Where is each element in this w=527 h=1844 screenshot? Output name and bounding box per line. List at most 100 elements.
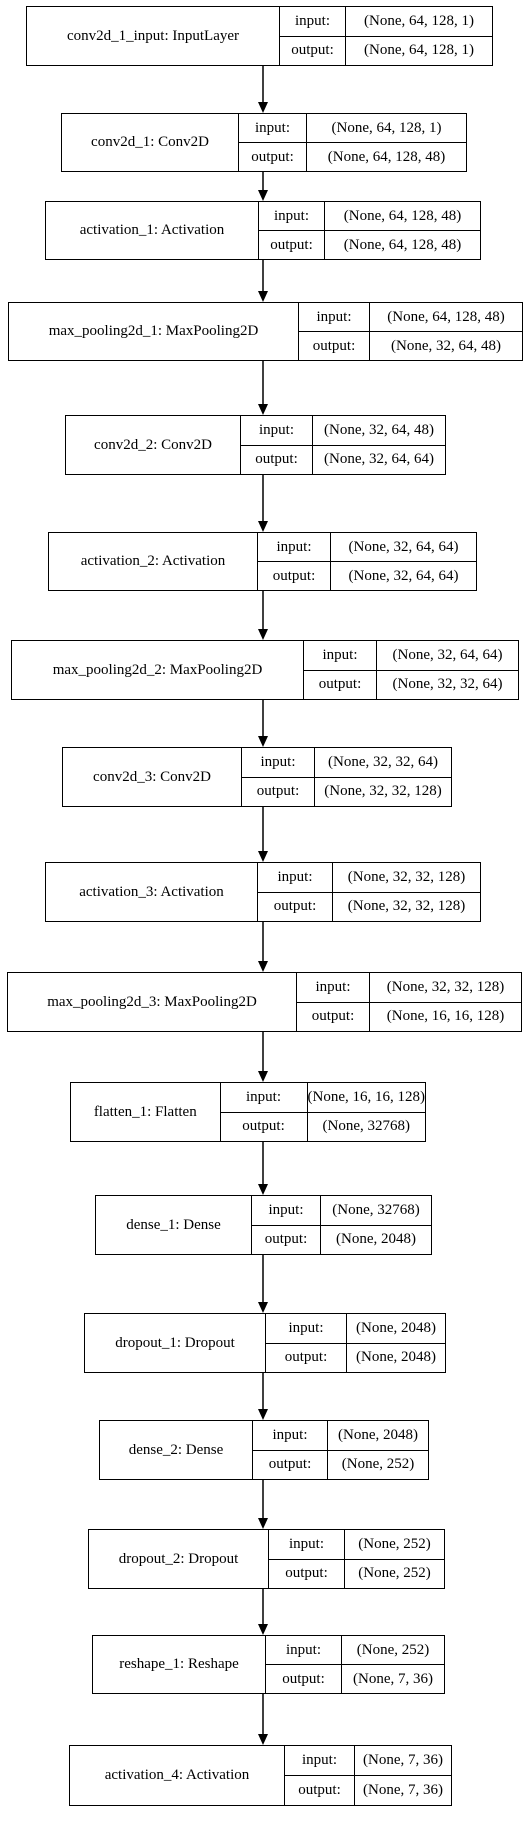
layer-output-row: output:(None, 7, 36)	[285, 1775, 451, 1805]
layer-name: reshape_1: Reshape	[93, 1636, 266, 1693]
layer-io-table: input:(None, 2048)output:(None, 2048)	[266, 1314, 445, 1372]
output-shape: (None, 32, 64, 64)	[324, 451, 434, 468]
output-label: output:	[280, 36, 346, 65]
layer-name: conv2d_1: Conv2D	[62, 114, 239, 171]
layer-name: activation_1: Activation	[46, 202, 259, 259]
output-shape: (None, 32, 32, 128)	[347, 898, 466, 915]
input-label: input:	[258, 863, 333, 892]
layer-input-row: input:(None, 32, 32, 128)	[297, 973, 521, 1002]
layer-output-row: output: (None, 32, 32, 128)	[242, 776, 451, 806]
input-label: input:	[239, 114, 307, 142]
output-label: output:	[266, 1665, 342, 1693]
arrow-head	[258, 190, 268, 201]
arrow-head	[258, 1518, 268, 1529]
layer-name: dense_2: Dense	[100, 1421, 253, 1479]
layer-output-row: output:(None, 64, 128, 48)	[239, 142, 466, 171]
layer-name: conv2d_2: Conv2D	[66, 416, 241, 474]
output-shape: (None, 32, 64, 64)	[348, 567, 459, 584]
layer-input-row: input: (None, 32, 32, 128)	[258, 863, 480, 892]
layer-output-row: output: (None, 32, 64, 64)	[258, 561, 476, 590]
layer-input-row: input:(None, 16, 16, 128)	[221, 1083, 425, 1112]
layer-output-row: output:(None, 32768)	[220, 1111, 425, 1141]
output-label: output:	[304, 670, 377, 699]
output-shape: (None, 32, 32, 128)	[324, 783, 442, 800]
output-shape: (None, 252)	[341, 1456, 415, 1473]
input-label: input:	[280, 7, 346, 36]
output-label: output:	[258, 562, 331, 590]
layer-io-table: input:(None, 32, 64, 64)output:(None, 32…	[304, 641, 518, 699]
output-shape: (None, 32, 64, 48)	[391, 337, 501, 354]
output-shape: (None, 2048)	[336, 1231, 416, 1248]
arrow-head	[258, 1409, 268, 1420]
output-label: output:	[269, 1559, 345, 1588]
input-shape: (None, 64, 128, 48)	[387, 308, 505, 325]
input-label: input:	[285, 1746, 355, 1775]
output-label: output:	[285, 1776, 355, 1805]
input-label: input:	[242, 748, 315, 777]
layer-io-table: input: (None, 32, 32, 64) output: (None, 32…	[242, 748, 451, 806]
layer-output-row: output:(None, 252)	[253, 1449, 428, 1479]
layer-name: activation_2: Activation	[49, 533, 258, 590]
output-label: output:	[242, 777, 315, 806]
output-shape: (None, 2048)	[356, 1349, 436, 1366]
layer-output-row: output:(None, 64, 128, 48)	[259, 230, 480, 259]
layer-name: max_pooling2d_2: MaxPooling2D	[12, 641, 304, 699]
input-shape: (None, 32, 32, 64)	[328, 753, 438, 770]
arrow-head	[258, 521, 268, 532]
output-label: output:	[266, 1343, 347, 1372]
input-shape: (None, 32, 32, 128)	[347, 868, 466, 885]
input-shape: (None, 64, 128, 48)	[343, 207, 462, 224]
input-shape: (None, 32, 32, 128)	[386, 978, 505, 995]
input-shape: (None, 2048)	[356, 1319, 436, 1336]
layer-input-row: input:(None, 64, 128, 48)	[299, 303, 522, 331]
output-shape: (None, 64, 128, 48)	[343, 236, 462, 253]
layer-input-row: input:(None, 32, 64, 64)	[258, 533, 476, 561]
layer-output-row: output:(None, 64, 128, 1)	[280, 35, 492, 65]
output-shape: (None, 16, 16, 128)	[386, 1008, 505, 1025]
layer-input-row: input: (None, 32, 32, 64)	[242, 748, 451, 777]
arrow-head	[258, 404, 268, 415]
layer-io-table: input:(None, 32, 64, 64)output: (None, 32…	[258, 533, 476, 590]
layer-name: conv2d_1_input: InputLayer	[27, 7, 280, 65]
layer-name: flatten_1: Flatten	[71, 1083, 221, 1141]
arrow-head	[258, 1071, 268, 1082]
layer-output-row: output:(None, 2048)	[252, 1224, 431, 1254]
arrow-head	[258, 1624, 268, 1635]
input-label: input:	[266, 1636, 342, 1664]
input-shape: (None, 32, 64, 64)	[392, 646, 503, 663]
layer-output-row: output:(None, 32, 64, 48)	[299, 331, 522, 360]
layer-io-table: input:(None, 7, 36)output:(None, 7, 36)	[285, 1746, 451, 1805]
layer-io-table: input: (None, 64, 128, 1) output:(None, 64…	[239, 114, 466, 171]
layer-name: dropout_1: Dropout	[85, 1314, 266, 1372]
input-shape: (None, 32, 64, 48)	[324, 421, 434, 438]
input-shape: (None, 64, 128, 1)	[331, 119, 442, 136]
layer-name: max_pooling2d_1: MaxPooling2D	[9, 303, 299, 360]
output-shape: (None, 7, 36)	[353, 1670, 433, 1687]
layer-io-table: input:(None, 32, 32, 128)output:(None, 1…	[297, 973, 521, 1031]
output-label: output:	[221, 1112, 308, 1141]
layer-output-row: output: (None, 2048)	[266, 1342, 445, 1372]
output-label: output:	[239, 143, 307, 171]
input-shape: (None, 32768)	[332, 1201, 420, 1218]
input-shape: (None, 252)	[356, 1641, 430, 1658]
arrow-head	[258, 736, 268, 747]
arrow-head	[258, 102, 268, 113]
layer-input-row: input:(None, 32768)	[252, 1196, 431, 1225]
layer-io-table: input:(None, 16, 16, 128)output:(None, 3…	[220, 1083, 425, 1141]
output-label: output:	[241, 445, 313, 474]
arrow-head	[258, 1734, 268, 1745]
